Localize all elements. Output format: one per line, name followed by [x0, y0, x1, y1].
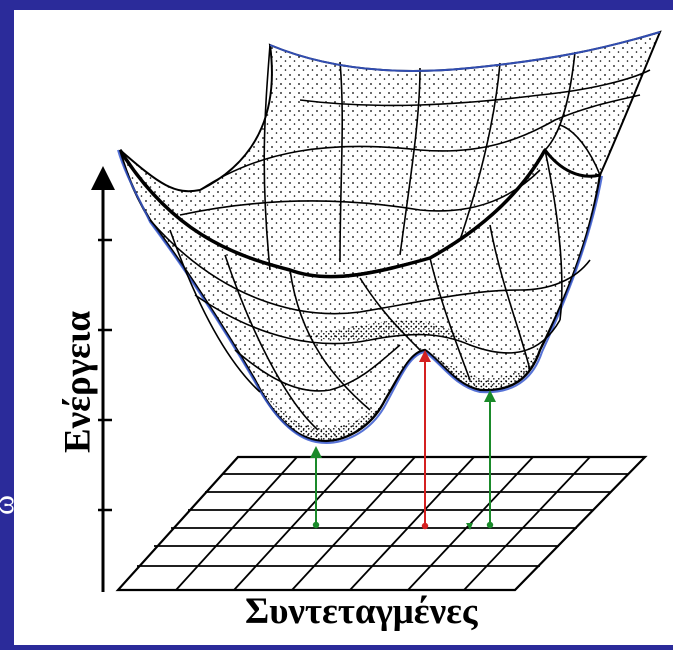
edge-glyph: ω [0, 495, 21, 515]
energy-axis-label: Ενέργεια [57, 311, 100, 453]
energy-axis [98, 178, 112, 592]
coordinate-grid [118, 457, 645, 590]
coordinates-axis-label: Συντεταγμένες [245, 590, 478, 633]
